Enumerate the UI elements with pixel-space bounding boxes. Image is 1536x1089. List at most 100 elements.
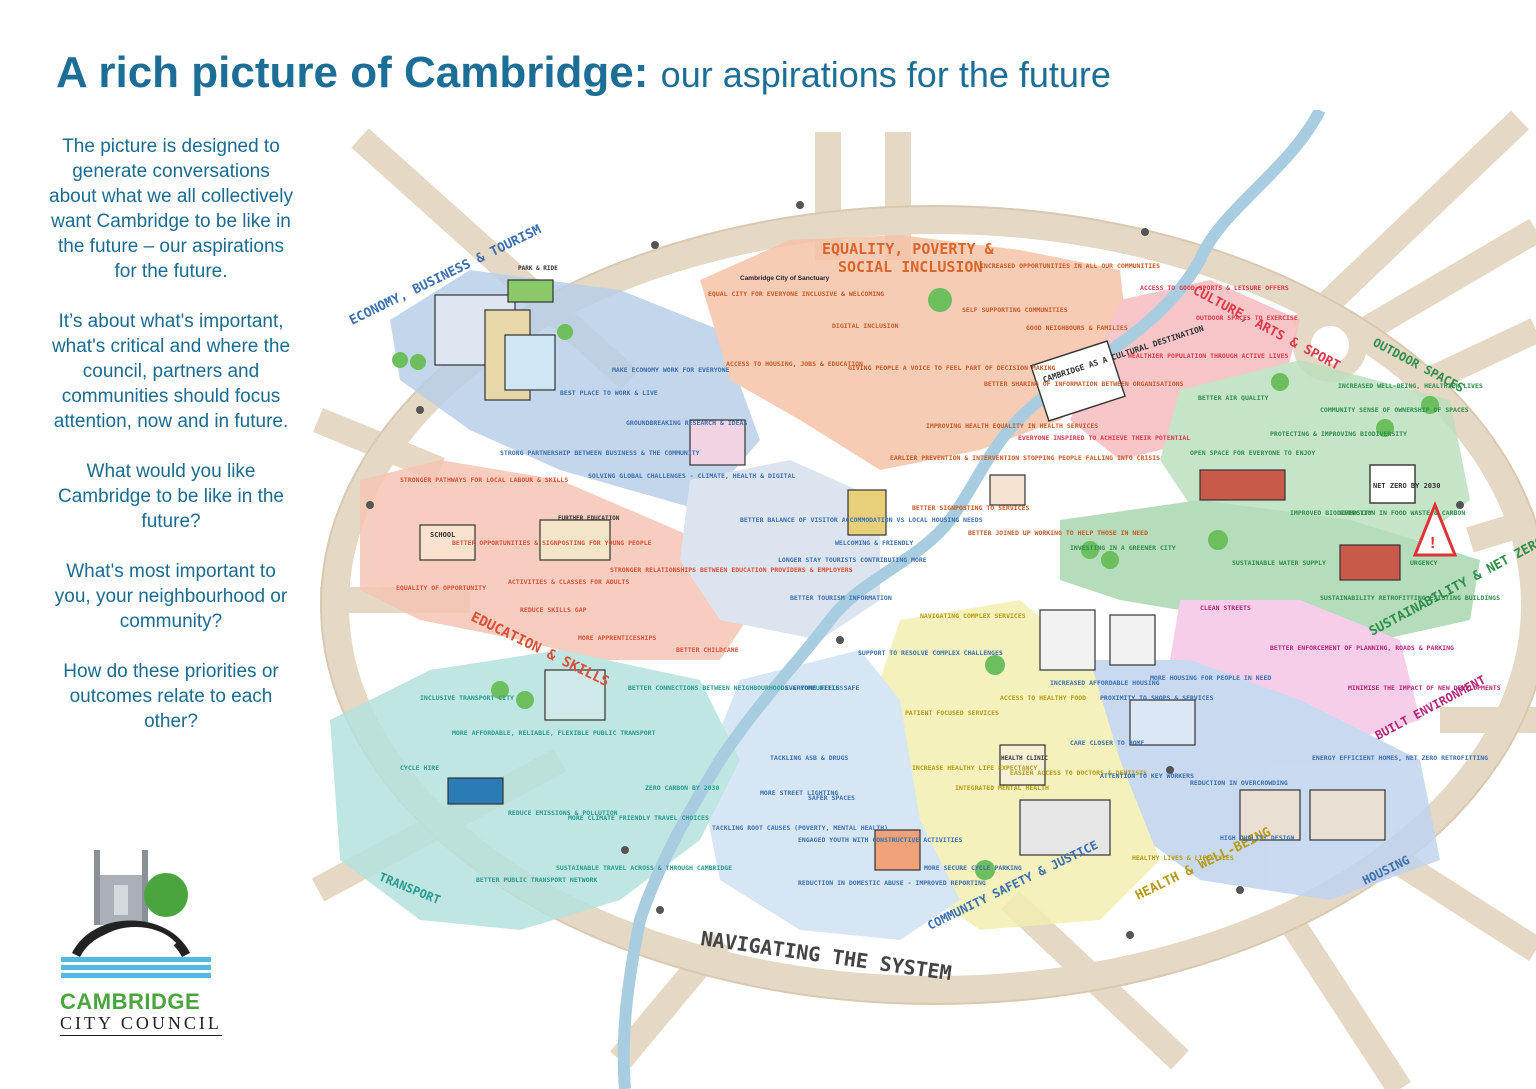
ring-road-outline <box>320 205 1536 1005</box>
note-relationships: STRONGER RELATIONSHIPS BETWEEN EDUCATION… <box>610 566 853 574</box>
note-minimise: MINIMISE THE IMPACT OF NEW DEVELOPMENTS <box>1348 684 1501 692</box>
intro-paragraph: What would you like Cambridge to be like… <box>57 461 284 532</box>
zone-transport-patch <box>330 650 740 930</box>
note-ownership: COMMUNITY SENSE OF OWNERSHIP OF SPACES <box>1320 406 1469 414</box>
theatre <box>989 474 1026 506</box>
note-wellbeing: INCREASED WELL-BEING, HEALTHIER LIVES <box>1338 382 1483 390</box>
health-clinic-building <box>999 744 1046 786</box>
note-tourism-information: BETTER TOURISM INFORMATION <box>790 594 892 602</box>
urgency-sign <box>1412 500 1458 557</box>
sanctuary-text: Cambridge City of Sanctuary <box>740 275 830 282</box>
note-voice: GIVING PEOPLE A VOICE TO FEEL PART OF DE… <box>848 364 1055 372</box>
note-climate-travel: MORE CLIMATE FRIENDLY TRAVEL CHOICES <box>568 814 709 822</box>
tree-icon <box>144 873 188 917</box>
note-global-challenges: SOLVING GLOBAL CHALLENGES - CLIMATE, HEA… <box>588 472 795 480</box>
note-digital-inclusion: DIGITAL INCLUSION <box>832 322 899 330</box>
note-enforcement: BETTER ENFORCEMENT OF PLANNING, ROADS & … <box>1270 644 1454 652</box>
bridge-icon <box>71 920 191 958</box>
note-inclusive-transport: INCLUSIVE TRANSPORT CITY <box>420 694 514 702</box>
note-opportunities: INCREASED OPPORTUNITIES IN ALL OUR COMMU… <box>980 262 1160 270</box>
note-health-equality: IMPROVING HEALTH EQUALITY IN HEALTH SERV… <box>926 422 1098 430</box>
note-signposting: BETTER SIGNPOSTING TO SERVICES <box>912 504 1029 512</box>
note-dentists: EASIER ACCESS TO DOCTORS & DENTISTS <box>1010 769 1147 777</box>
title-main: A rich picture of Cambridge: <box>56 48 649 97</box>
note-patient-services: PATIENT FOCUSED SERVICES <box>905 709 999 717</box>
note-street-lighting: MORE STREET LIGHTING <box>760 789 838 797</box>
intro-paragraph: It’s about what's important, what's crit… <box>51 311 291 432</box>
note-partnership: STRONG PARTNERSHIP BETWEEN BUSINESS & TH… <box>500 449 700 457</box>
note-reduce-emissions: REDUCE EMISSIONS & POLLUTION <box>508 809 618 817</box>
note-tackling-asb: TACKLING ASB & DRUGS <box>770 754 848 762</box>
bus <box>447 777 504 805</box>
school-text: SCHOOL <box>430 531 455 539</box>
note-welcoming-friendly: WELCOMING & FRIENDLY <box>835 539 913 547</box>
note-young-people: BETTER OPPORTUNITIES & SIGNPOSTING FOR Y… <box>452 539 652 547</box>
urgency-mark: ! <box>1430 535 1435 552</box>
note-food: REDUCTION IN FOOD WASTE & CARBON <box>1340 509 1465 517</box>
housing-block <box>1129 699 1196 746</box>
ring-road <box>321 206 1536 1004</box>
note-everyone-feels-safe: EVERYONE FEELS SAFE <box>785 684 859 692</box>
note-sustainable-travel: SUSTAINABLE TRAVEL ACROSS & THROUGH CAMB… <box>556 864 732 872</box>
council-name: CAMBRIDGE <box>60 989 201 1014</box>
buildings <box>419 279 1401 871</box>
note-urgency: URGENCY <box>1410 559 1437 567</box>
note-local-pathways: STRONGER PATHWAYS FOR LOCAL LABOUR & SKI… <box>400 476 568 484</box>
intro-paragraph: How do these priorities or outcomes rela… <box>63 661 279 732</box>
note-biodiversity: PROTECTING & IMPROVING BIODIVERSITY <box>1270 430 1407 438</box>
zone-label-equality-1: EQUALITY, POVERTY & <box>822 240 995 258</box>
note-better-balance: BETTER BALANCE OF VISITOR ACCOMMODATION … <box>740 516 983 524</box>
title-sub: our aspirations for the future <box>660 54 1111 95</box>
note-public-transport: BETTER PUBLIC TRANSPORT NETWORK <box>476 876 597 884</box>
note-proximity: PROXIMITY TO SHOPS & SERVICES <box>1100 694 1214 702</box>
red-houses <box>1199 469 1286 501</box>
note-connections: BETTER CONNECTIONS BETWEEN NEIGHBOURHOOD… <box>628 684 843 692</box>
net-zero-sign <box>1369 464 1416 504</box>
note-best-place: BEST PLACE TO WORK & LIVE <box>560 389 658 397</box>
net-zero-text: NET ZERO BY 2030 <box>1373 482 1440 490</box>
note-clean-streets: CLEAN STREETS <box>1200 604 1251 612</box>
trees <box>392 288 1439 880</box>
flats <box>1039 609 1096 671</box>
note-activities: ACTIVITIES & CLASSES FOR ADULTS <box>508 578 629 586</box>
note-retrofitting: SUSTAINABILITY RETROFITTING EXISTING BUI… <box>1320 594 1500 602</box>
note-efficient-homes: ENERGY EFFICIENT HOMES, NET ZERO RETROFI… <box>1312 754 1488 762</box>
note-cycle-hire: CYCLE HIRE <box>400 764 439 772</box>
note-care-closer: CARE CLOSER TO HOME <box>1070 739 1144 747</box>
note-navigating-services: NAVIGATING COMPLEX SERVICES <box>920 612 1026 620</box>
park-ride-bus <box>507 279 554 303</box>
note-key-workers: ATTENTION TO KEY WORKERS <box>1100 772 1194 780</box>
zone-built-patch <box>1170 600 1420 740</box>
note-affordable-transport: MORE AFFORDABLE, RELIABLE, FLEXIBLE PUBL… <box>452 729 656 737</box>
note-active-lives: HEALTHIER POPULATION THROUGH ACTIVE LIVE… <box>1128 352 1289 360</box>
council-logo-mark <box>61 850 211 978</box>
note-safer-spaces: SAFER SPACES <box>808 794 855 802</box>
river-cam <box>617 110 1326 1089</box>
note-self-supporting: SELF SUPPORTING COMMUNITIES <box>962 306 1068 314</box>
water-icon <box>61 957 211 978</box>
note-healthy-lifestyle: ACCESS TO HEALTHY FOOD <box>1000 694 1086 702</box>
note-equality-opportunity: EQUALITY OF OPPORTUNITY <box>396 584 486 592</box>
city-map: CAMBRIDGE AS A CULTURAL DESTINATION NET … <box>311 110 1536 1089</box>
solar-terrace <box>1309 789 1386 841</box>
college-building <box>539 519 611 561</box>
intro-paragraph: What's most important to you, your neigh… <box>54 561 288 632</box>
note-design: HIGH QUALITY DESIGN <box>1220 834 1294 842</box>
note-complex-challenges: SUPPORT TO RESOLVE COMPLEX CHALLENGES <box>858 649 1003 657</box>
note-affordable-housing: INCREASED AFFORDABLE HOUSING <box>1050 679 1160 687</box>
note-equal-city: EQUAL CITY FOR EVERYONE INCLUSIVE & WELC… <box>708 290 884 298</box>
note-youth-activities: ENGAGED YOUTH WITH CONSTRUCTIVE ACTIVITI… <box>798 836 962 844</box>
cultural-destination-sign <box>1030 340 1126 422</box>
note-water: SUSTAINABLE WATER SUPPLY <box>1232 559 1326 567</box>
note-information: BETTER SHARING OF INFORMATION BETWEEN OR… <box>984 380 1184 388</box>
council-logo: CAMBRIDGE CITY COUNCIL <box>56 845 226 1045</box>
note-mental-health: INTEGRATED MENTAL HEALTH <box>955 784 1049 792</box>
note-root-causes: TACKLING ROOT CAUSES (POVERTY, MENTAL HE… <box>712 824 888 832</box>
note-investing: INVESTING IN A GREENER CITY <box>1070 544 1176 552</box>
flats-2 <box>1109 614 1156 666</box>
chapel-icon <box>94 850 148 925</box>
note-apprenticeships: MORE APPRENTICESHIPS <box>578 634 656 642</box>
note-everyone-inspired: EVERYONE INSPIRED TO ACHIEVE THEIR POTEN… <box>1018 434 1190 442</box>
note-cycle-parking: MORE SECURE CYCLE PARKING <box>924 864 1022 872</box>
health-clinic-text: HEALTH CLINIC <box>1001 755 1048 762</box>
